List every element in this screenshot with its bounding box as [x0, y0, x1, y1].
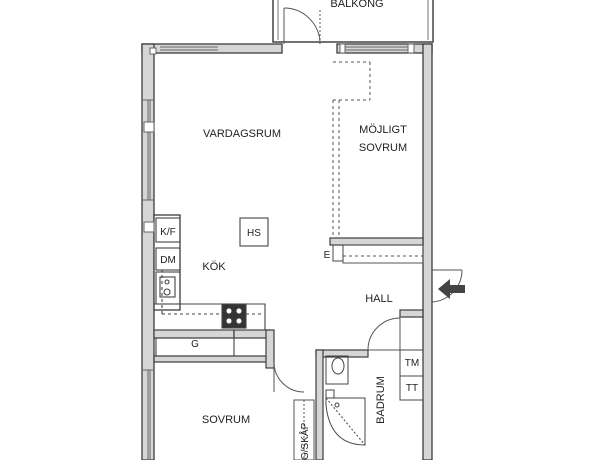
interior-walls [153, 237, 424, 460]
e-label: E [324, 250, 331, 261]
room-labels: BALKONG VARDAGSRUM MÖJLIGT SOVRUM KÖK HA… [202, 0, 407, 426]
balcony [272, 0, 434, 43]
tm-label: TM [405, 358, 419, 369]
kitchen-fixtures [153, 217, 269, 357]
kf-label: K/F [160, 227, 176, 238]
g-label: G [191, 339, 199, 350]
hall-wardrobe [342, 244, 424, 264]
balcony-label: BALKONG [330, 0, 383, 10]
bathroom-label: BADRUM [375, 376, 387, 424]
closet-label: G/SKÅP [298, 422, 311, 460]
possible-bedroom-label-line1: MÖJLIGT [359, 124, 407, 136]
bathroom-fixtures [325, 349, 424, 446]
living-room-label: VARDAGSRUM [203, 128, 281, 140]
fixture-labels: HS K/F DM E G TM TT G/SKÅP [160, 227, 419, 460]
hall-label: HALL [365, 293, 393, 305]
left-windows [142, 47, 157, 460]
bedroom-door [273, 361, 305, 393]
bedroom-label: SOVRUM [202, 414, 250, 426]
tt-label: TT [406, 383, 418, 394]
kitchen-label: KÖK [202, 261, 226, 273]
closet [293, 399, 315, 460]
entrance-arrow-icon [438, 279, 465, 299]
outer-walls [141, 43, 433, 460]
hs-label: HS [247, 228, 261, 239]
balcony-door [283, 7, 321, 45]
electrical-box [332, 244, 344, 262]
top-windows [160, 43, 415, 54]
dm-label: DM [160, 255, 176, 266]
bath-door [367, 317, 401, 351]
possible-bedroom-label-line2: SOVRUM [359, 142, 407, 154]
possible-bedroom-partition [332, 61, 371, 238]
